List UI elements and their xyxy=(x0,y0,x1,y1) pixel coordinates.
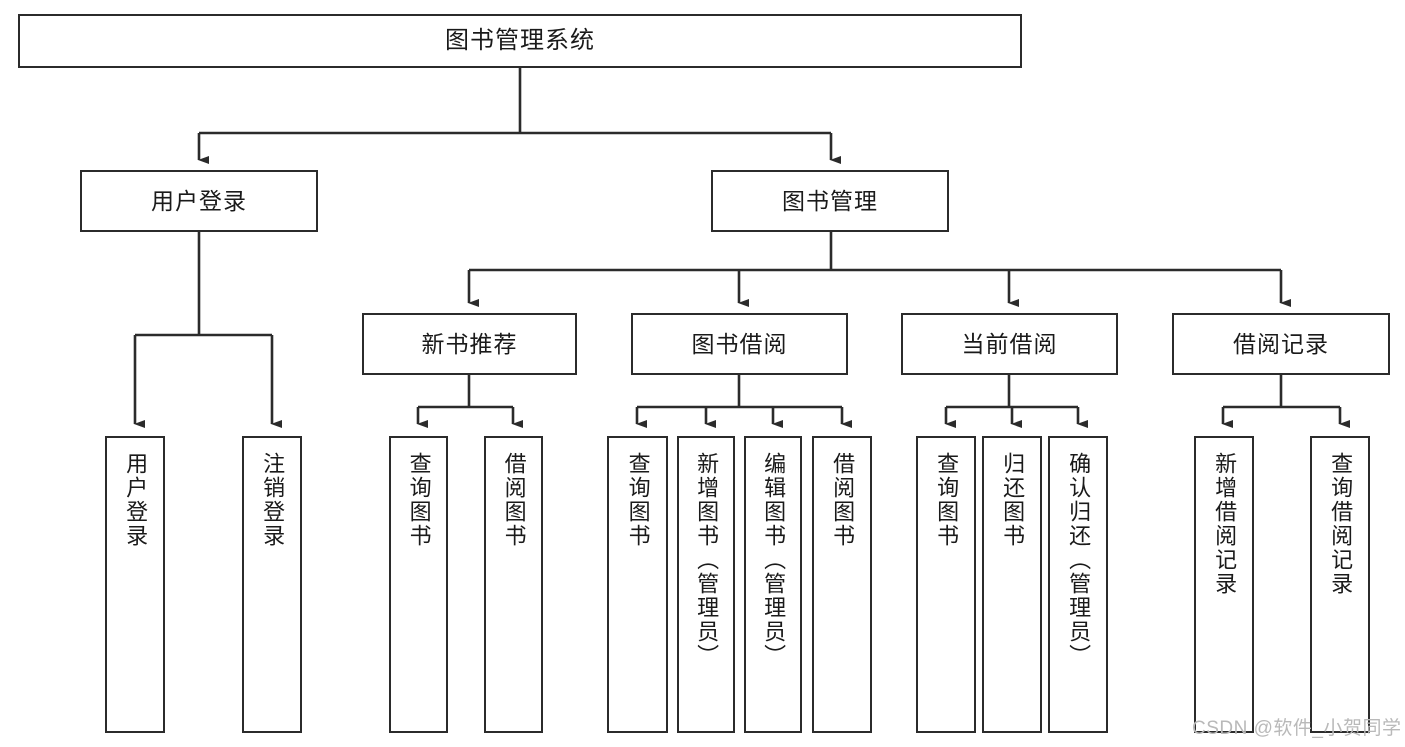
node-label: 查询图书 xyxy=(934,452,960,548)
node-label: 用户登录 xyxy=(151,187,247,214)
node-label: 确认归还（管理员） xyxy=(1066,452,1092,668)
node-leaf-query-book-current[interactable]: 查询图书 xyxy=(916,436,976,733)
node-label: 新增借阅记录 xyxy=(1212,452,1238,596)
node-leaf-edit-book[interactable]: 编辑图书（管理员） xyxy=(744,436,802,733)
node-leaf-add-book[interactable]: 新增图书（管理员） xyxy=(677,436,735,733)
node-borrow-record[interactable]: 借阅记录 xyxy=(1172,313,1390,375)
node-label: 图书管理系统 xyxy=(445,27,595,55)
node-label: 新书推荐 xyxy=(421,330,518,357)
node-label: 图书管理 xyxy=(782,187,878,214)
node-label: 归还图书 xyxy=(1000,452,1026,548)
node-label: 查询图书 xyxy=(406,452,432,548)
node-leaf-user-login[interactable]: 用户登录 xyxy=(105,436,165,733)
node-label: 查询图书 xyxy=(625,452,651,548)
node-label: 当前借阅 xyxy=(961,330,1058,357)
node-leaf-logout-login[interactable]: 注销登录 xyxy=(242,436,302,733)
node-current-borrow[interactable]: 当前借阅 xyxy=(901,313,1118,375)
node-leaf-add-borrow-record[interactable]: 新增借阅记录 xyxy=(1194,436,1254,733)
node-leaf-query-book-borrow[interactable]: 查询图书 xyxy=(607,436,668,733)
node-new-book-recommend[interactable]: 新书推荐 xyxy=(362,313,577,375)
node-label: 新增图书（管理员） xyxy=(694,452,720,668)
node-label: 借阅图书 xyxy=(501,452,527,548)
node-book-management[interactable]: 图书管理 xyxy=(711,170,949,232)
node-leaf-query-book-recommend[interactable]: 查询图书 xyxy=(389,436,448,733)
node-leaf-return-book[interactable]: 归还图书 xyxy=(982,436,1042,733)
node-leaf-borrow-book-recommend[interactable]: 借阅图书 xyxy=(484,436,543,733)
node-label: 用户登录 xyxy=(123,452,149,548)
node-book-borrow[interactable]: 图书借阅 xyxy=(631,313,848,375)
node-leaf-confirm-return[interactable]: 确认归还（管理员） xyxy=(1048,436,1108,733)
node-root-book-management-system[interactable]: 图书管理系统 xyxy=(18,14,1022,68)
node-label: 借阅图书 xyxy=(830,452,856,548)
csdn-watermark: CSDN @软件_小贺同学 xyxy=(1192,718,1402,739)
node-label: 查询借阅记录 xyxy=(1328,452,1354,596)
node-label: 借阅记录 xyxy=(1233,330,1329,357)
node-leaf-borrow-book[interactable]: 借阅图书 xyxy=(812,436,872,733)
node-leaf-query-borrow-record[interactable]: 查询借阅记录 xyxy=(1310,436,1370,733)
node-label: 注销登录 xyxy=(260,452,286,548)
node-label: 图书借阅 xyxy=(691,330,788,357)
node-label: 编辑图书（管理员） xyxy=(761,452,787,668)
node-user-login[interactable]: 用户登录 xyxy=(80,170,318,232)
